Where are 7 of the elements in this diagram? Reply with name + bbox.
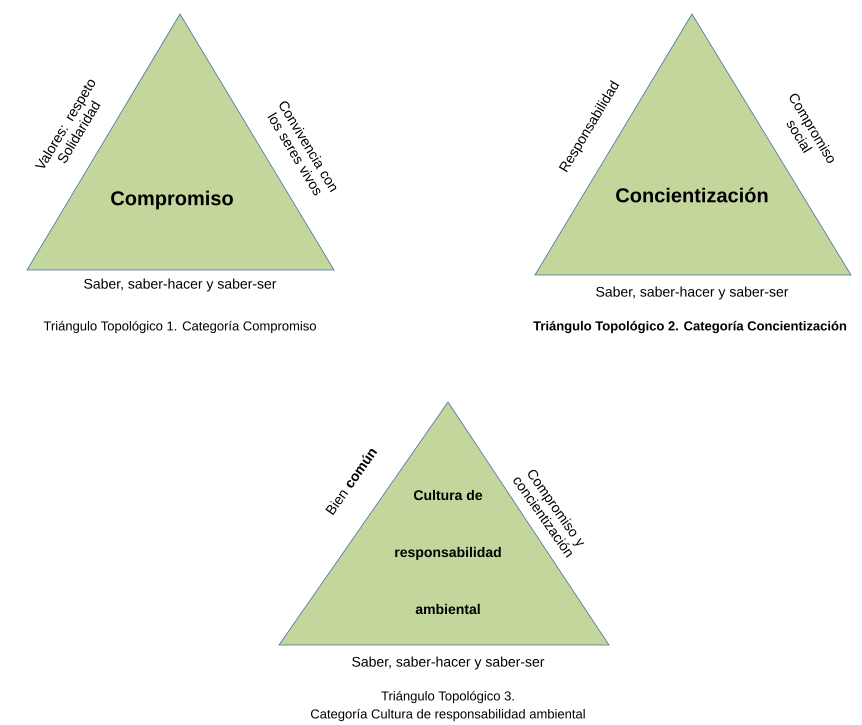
base-label: Saber, saber-hacer y saber-ser bbox=[596, 286, 788, 300]
caption: Categoría Cultura de responsabilidad ambiental bbox=[311, 708, 585, 722]
caption: Triángulo Topológico 2. Categoría Concientización bbox=[533, 320, 846, 334]
base-label: Saber, saber-hacer y saber-ser bbox=[352, 656, 544, 670]
base-label: Saber, saber-hacer y saber-ser bbox=[84, 278, 276, 292]
caption: Triángulo Topológico 3. bbox=[381, 690, 514, 704]
caption: Triángulo Topológico 1. Categoría Compromiso bbox=[44, 320, 316, 334]
